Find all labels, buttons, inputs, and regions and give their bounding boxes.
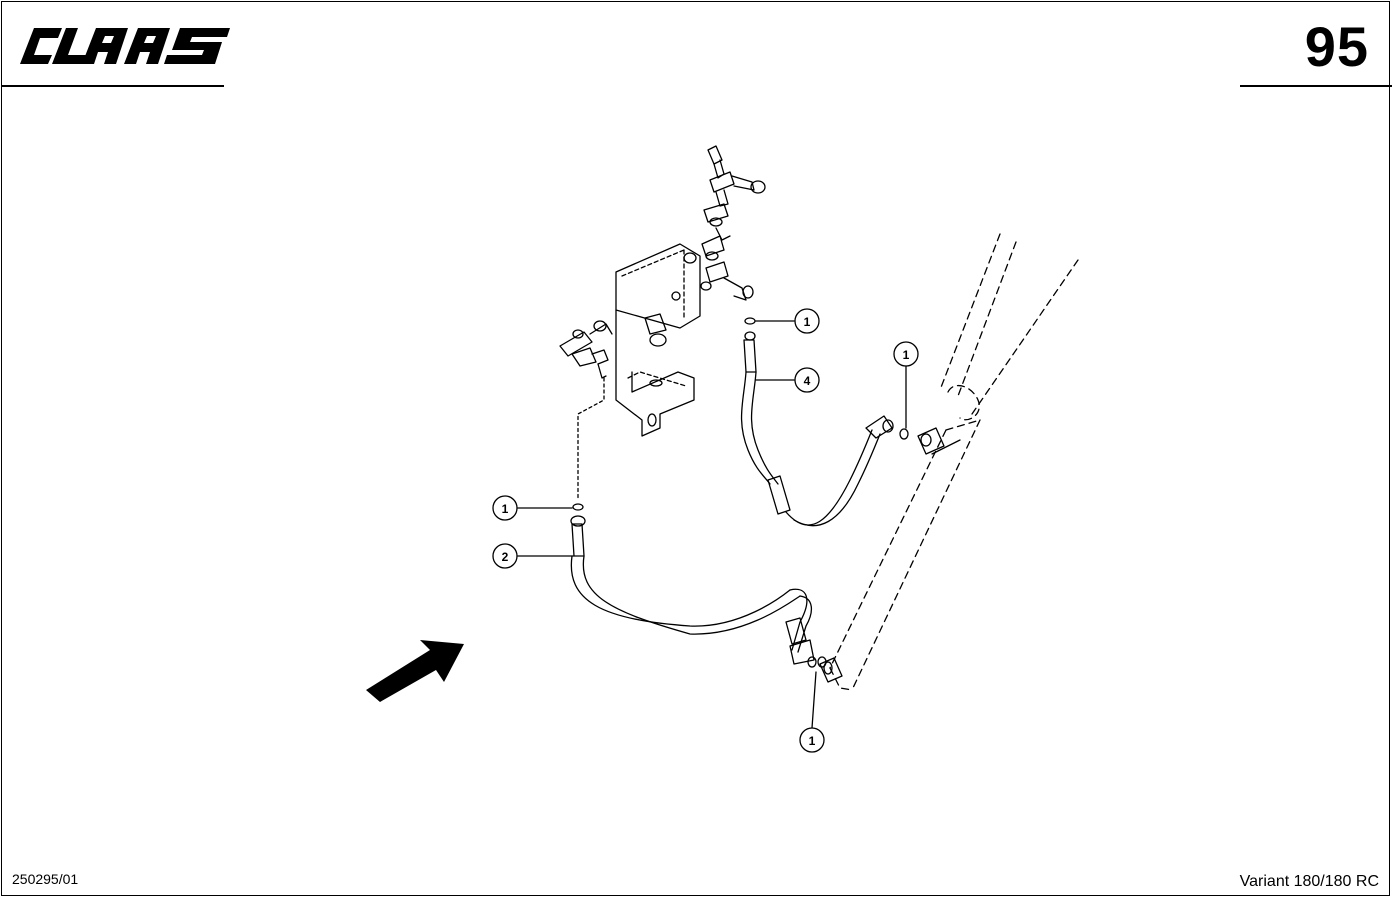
leader-lines bbox=[517, 320, 907, 729]
header-rule-left bbox=[1, 85, 224, 87]
hose-2 bbox=[570, 515, 817, 668]
callout-label: 1 bbox=[809, 734, 816, 748]
callout-label: 4 bbox=[804, 374, 811, 388]
claas-logo bbox=[20, 28, 230, 64]
cylinder-ports bbox=[819, 427, 961, 683]
page-number: 95 bbox=[1304, 15, 1369, 78]
valve-block bbox=[615, 243, 712, 437]
callout-circle bbox=[492, 543, 518, 569]
callout-label: 2 bbox=[502, 550, 509, 564]
model-name: Variant 180/180 RC bbox=[1239, 873, 1379, 890]
hose-4 bbox=[740, 331, 894, 527]
callout-label: 1 bbox=[502, 502, 509, 516]
hydraulic-cylinder bbox=[829, 233, 1079, 691]
dotted-line-left bbox=[577, 377, 605, 501]
callout-circle bbox=[893, 341, 919, 367]
callout-circle bbox=[794, 367, 820, 393]
callout-label: 1 bbox=[804, 315, 811, 329]
callout-label: 1 bbox=[903, 348, 910, 362]
callout-circle bbox=[794, 308, 820, 334]
header-rule-right bbox=[1240, 85, 1392, 87]
fitting-chain bbox=[683, 145, 766, 301]
callout-circle bbox=[492, 495, 518, 521]
left-fittings bbox=[559, 320, 613, 379]
o-ring-top bbox=[744, 317, 756, 325]
direction-arrow-icon bbox=[366, 640, 464, 702]
o-ring-left bbox=[572, 503, 584, 511]
callout-circle bbox=[799, 727, 825, 753]
o-ring-right bbox=[899, 428, 909, 440]
document-number: 250295/01 bbox=[12, 871, 79, 887]
